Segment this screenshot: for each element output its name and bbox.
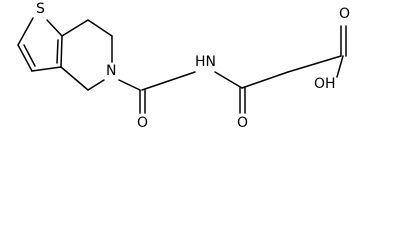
urea-oxygen-label: O xyxy=(137,115,148,131)
carboxylic-acid xyxy=(336,25,347,78)
acid-oxygen-label: O xyxy=(339,6,350,22)
sulfur-atom-label: S xyxy=(36,1,45,17)
tetrahydropyridine-ring xyxy=(60,19,113,91)
urea-linkage xyxy=(118,71,196,114)
ring-nitrogen-label: N xyxy=(106,63,116,79)
thiophene-ring xyxy=(17,17,63,72)
ketone-oxygen-label: O xyxy=(237,115,248,131)
amide-nh-label: HN xyxy=(195,54,216,70)
chemical-structure: S N HN O O O OH xyxy=(17,1,350,131)
succinyl-chain xyxy=(214,55,342,114)
hydroxyl-label: OH xyxy=(314,76,336,92)
